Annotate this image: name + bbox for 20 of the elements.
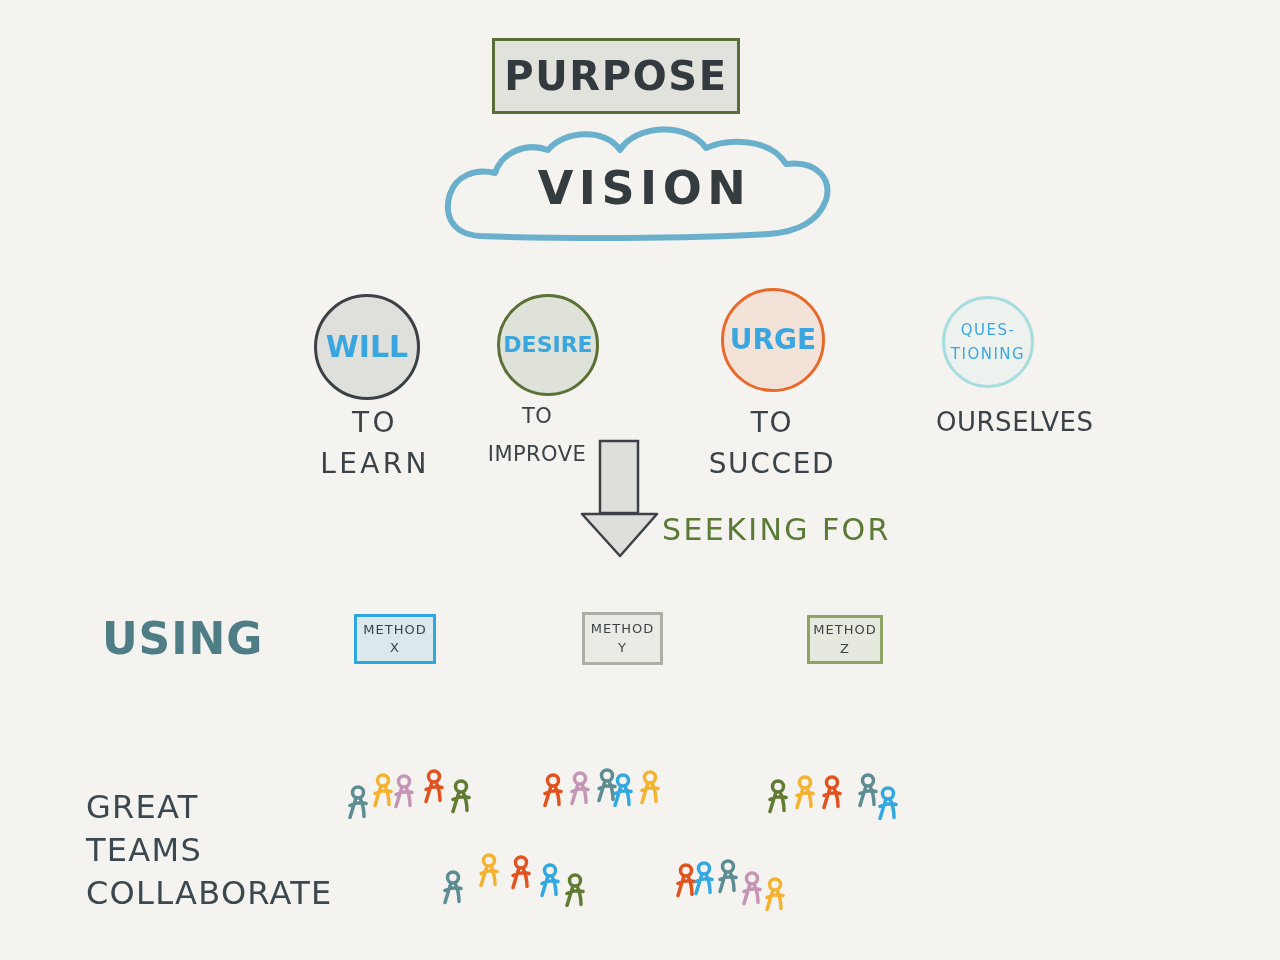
heading-box xyxy=(492,38,740,114)
method-box xyxy=(582,612,663,665)
method-box xyxy=(807,615,883,664)
caption-text: TO IMPROVE xyxy=(486,403,588,468)
method-label: METHOD Y xyxy=(589,620,656,657)
cloud-label: VISION xyxy=(537,164,752,211)
method-label: METHOD X xyxy=(362,620,428,657)
method-box xyxy=(354,614,436,664)
caption-text: OURSELVES xyxy=(936,406,1095,439)
caption-text: TO SUCCED xyxy=(707,405,837,482)
circle-label: DESIRE xyxy=(503,334,593,356)
caption-text: TO LEARN xyxy=(319,405,431,482)
heading-label: PURPOSE xyxy=(504,56,728,96)
row-label: USING xyxy=(102,612,265,666)
row-label: GREAT TEAMS COLLABORATE xyxy=(86,787,334,915)
circle-label: WILL xyxy=(325,332,409,362)
circle-label: URGE xyxy=(729,326,817,354)
method-label: METHOD Z xyxy=(812,621,878,658)
annotation-text: SEEKING FOR xyxy=(662,511,892,549)
circle-label: QUES- TIONING xyxy=(949,320,1027,365)
